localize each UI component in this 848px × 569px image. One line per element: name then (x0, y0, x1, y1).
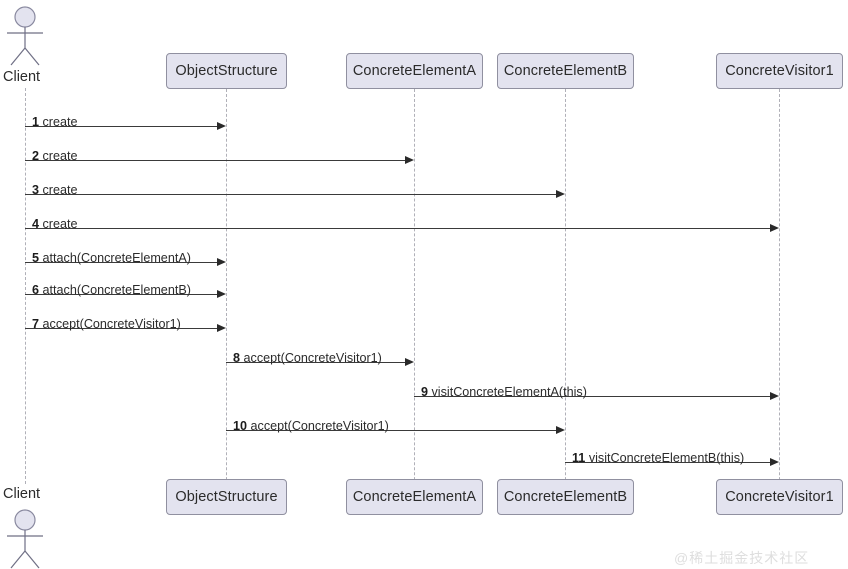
lifeline-client (25, 88, 26, 484)
message-seq-8: 8 (233, 351, 241, 365)
message-line-1 (25, 126, 219, 127)
message-seq-3: 3 (32, 183, 40, 197)
message-text-1: create (39, 115, 78, 129)
lifeline-concreteelementb (565, 89, 566, 515)
message-line-6 (25, 294, 219, 295)
message-seq-10: 10 (233, 419, 248, 433)
actor-label-client-bottom: Client (3, 486, 41, 502)
message-arrowhead-3 (556, 190, 565, 198)
message-text-7: accept(ConcreteVisitor1) (39, 317, 181, 331)
participant-footer-concreteelementb[interactable]: ConcreteElementB (497, 479, 634, 515)
message-line-11 (565, 462, 772, 463)
message-arrowhead-10 (556, 426, 565, 434)
participant-footer-objectstructure[interactable]: ObjectStructure (166, 479, 287, 515)
message-label-10[interactable]: 10 accept(ConcreteVisitor1) (233, 420, 389, 433)
message-seq-11: 11 (572, 451, 586, 465)
message-label-9[interactable]: 9 visitConcreteElementA(this) (421, 386, 587, 399)
message-arrowhead-5 (217, 258, 226, 266)
message-label-4[interactable]: 4 create (32, 218, 78, 231)
message-label-8[interactable]: 8 accept(ConcreteVisitor1) (233, 352, 382, 365)
message-seq-5: 5 (32, 251, 40, 265)
message-text-6: attach(ConcreteElementB) (39, 283, 191, 297)
actor-label-client-top: Client (3, 69, 41, 85)
message-line-7 (25, 328, 219, 329)
message-text-9: visitConcreteElementA(this) (428, 385, 587, 399)
message-seq-1: 1 (32, 115, 40, 129)
participant-header-objectstructure[interactable]: ObjectStructure (166, 53, 287, 89)
message-label-1[interactable]: 1 create (32, 116, 78, 129)
message-label-2[interactable]: 2 create (32, 150, 78, 163)
lifeline-concretevisitor1 (779, 89, 780, 515)
message-label-5[interactable]: 5 attach(ConcreteElementA) (32, 252, 191, 265)
participant-footer-concretevisitor1[interactable]: ConcreteVisitor1 (716, 479, 843, 515)
message-line-4 (25, 228, 772, 229)
message-line-5 (25, 262, 219, 263)
message-line-3 (25, 194, 558, 195)
message-arrowhead-11 (770, 458, 779, 466)
message-arrowhead-8 (405, 358, 414, 366)
actor-figure-client-top[interactable] (3, 5, 47, 72)
participant-header-concreteelementb[interactable]: ConcreteElementB (497, 53, 634, 89)
message-text-10: accept(ConcreteVisitor1) (247, 419, 389, 433)
participant-header-concretevisitor1[interactable]: ConcreteVisitor1 (716, 53, 843, 89)
message-arrowhead-2 (405, 156, 414, 164)
message-arrowhead-1 (217, 122, 226, 130)
message-seq-2: 2 (32, 149, 40, 163)
message-label-7[interactable]: 7 accept(ConcreteVisitor1) (32, 318, 181, 331)
message-text-11: visitConcreteElementB(this) (585, 451, 745, 465)
message-label-6[interactable]: 6 attach(ConcreteElementB) (32, 284, 191, 297)
message-arrowhead-6 (217, 290, 226, 298)
message-label-3[interactable]: 3 create (32, 184, 78, 197)
message-line-9 (414, 396, 772, 397)
message-seq-7: 7 (32, 317, 40, 331)
watermark: @稀土掘金技术社区 (674, 550, 810, 566)
message-arrowhead-9 (770, 392, 779, 400)
message-line-8 (226, 362, 407, 363)
message-text-8: accept(ConcreteVisitor1) (240, 351, 382, 365)
message-text-5: attach(ConcreteElementA) (39, 251, 191, 265)
message-line-2 (25, 160, 407, 161)
message-text-4: create (39, 217, 78, 231)
actor-figure-client-bottom[interactable] (3, 508, 47, 569)
message-label-11[interactable]: 11 visitConcreteElementB(this) (572, 452, 744, 465)
message-text-2: create (39, 149, 78, 163)
participant-footer-concreteelementa[interactable]: ConcreteElementA (346, 479, 483, 515)
message-text-3: create (39, 183, 78, 197)
message-line-10 (226, 430, 558, 431)
participant-header-concreteelementa[interactable]: ConcreteElementA (346, 53, 483, 89)
lifeline-concreteelementa (414, 89, 415, 515)
message-seq-9: 9 (421, 385, 429, 399)
message-seq-6: 6 (32, 283, 40, 297)
message-seq-4: 4 (32, 217, 40, 231)
lifeline-objectstructure (226, 89, 227, 515)
message-arrowhead-7 (217, 324, 226, 332)
message-arrowhead-4 (770, 224, 779, 232)
